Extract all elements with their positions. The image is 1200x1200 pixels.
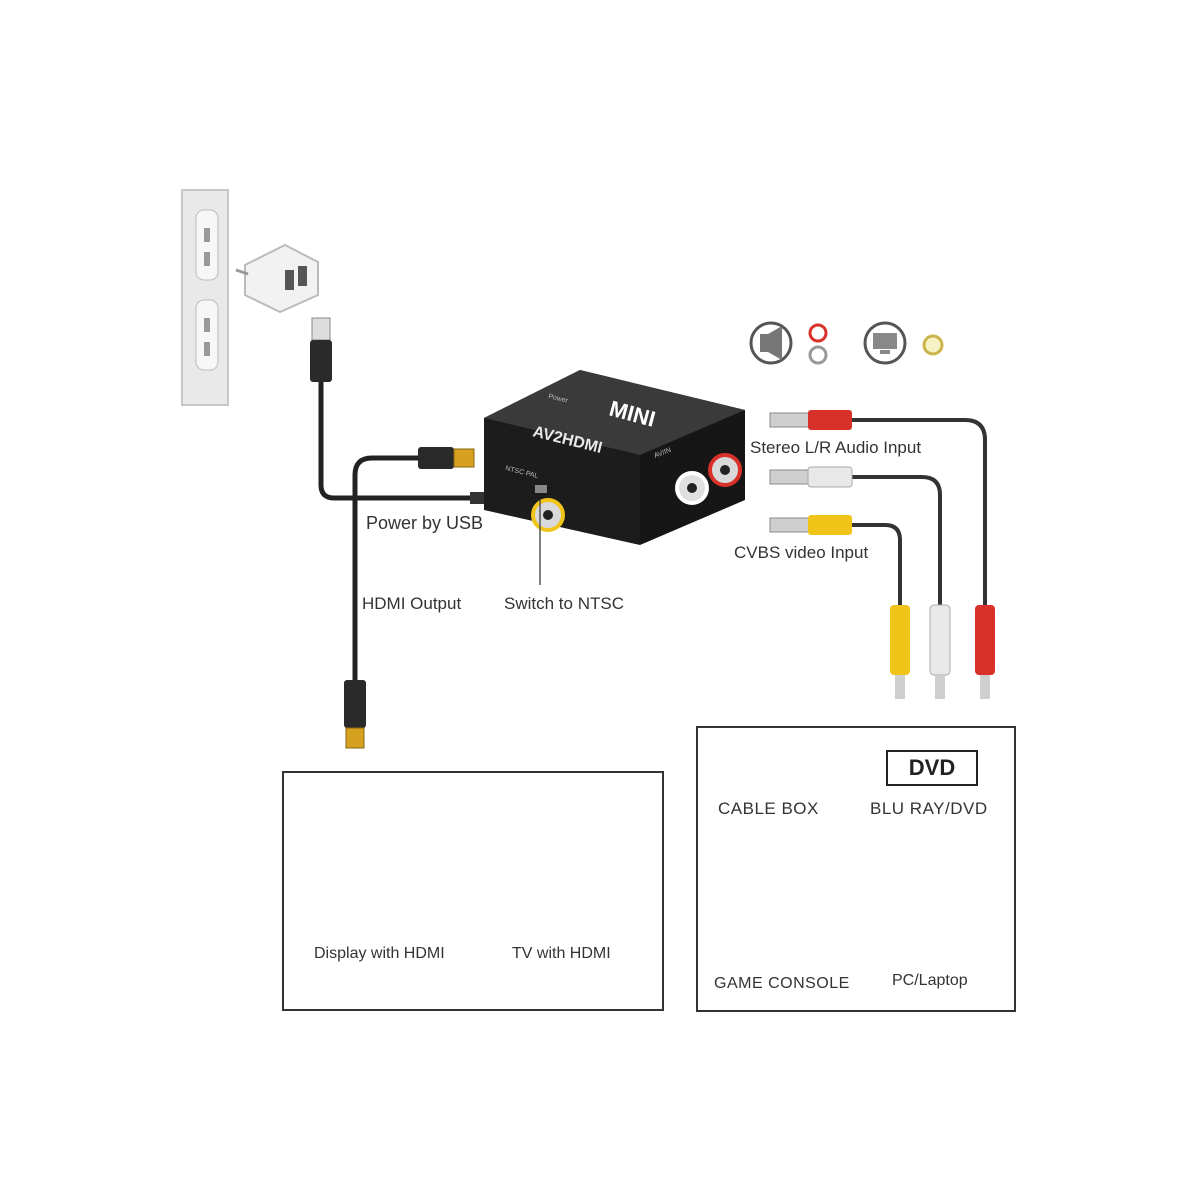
monitor-small-icon bbox=[863, 321, 907, 365]
switch-ntsc-label: Switch to NTSC bbox=[504, 594, 624, 613]
speaker-icon bbox=[749, 321, 793, 365]
usb-cable bbox=[310, 317, 492, 504]
video-input-label: CVBS video Input bbox=[734, 543, 869, 562]
input-devices-panel: CABLE BOX DVD BLU RAY/DVD GAME CONSOLE P… bbox=[696, 726, 1016, 1012]
input-device-label: BLU RAY/DVD bbox=[870, 799, 988, 818]
input-device-label: GAME CONSOLE bbox=[714, 975, 850, 992]
input-device-label: PC/Laptop bbox=[892, 972, 968, 989]
usb-charger-icon bbox=[235, 243, 319, 314]
hdmi-output-label: HDMI Output bbox=[362, 594, 462, 613]
output-device-label: TV with HDMI bbox=[512, 945, 611, 962]
rca-audio-jack-icon bbox=[808, 323, 828, 365]
power-by-usb-label: Power by USB bbox=[366, 513, 484, 533]
dvd-icon: DVD bbox=[886, 750, 978, 786]
device-port-text: Power bbox=[548, 393, 570, 405]
rca-cables bbox=[769, 410, 995, 699]
audio-input-label: Stereo L/R Audio Input bbox=[750, 438, 922, 457]
wall-outlet-icon bbox=[181, 189, 229, 406]
av2hdmi-converter: MINI AV2HDMI Power AV/IN NTSC PAL bbox=[484, 370, 745, 545]
input-device-label: CABLE BOX bbox=[718, 799, 819, 818]
hdmi-cable bbox=[344, 447, 475, 749]
output-devices-panel: Display with HDMI TV with HDMI bbox=[282, 771, 664, 1011]
rca-video-jack-icon bbox=[922, 334, 944, 356]
output-device-label: Display with HDMI bbox=[314, 945, 445, 962]
